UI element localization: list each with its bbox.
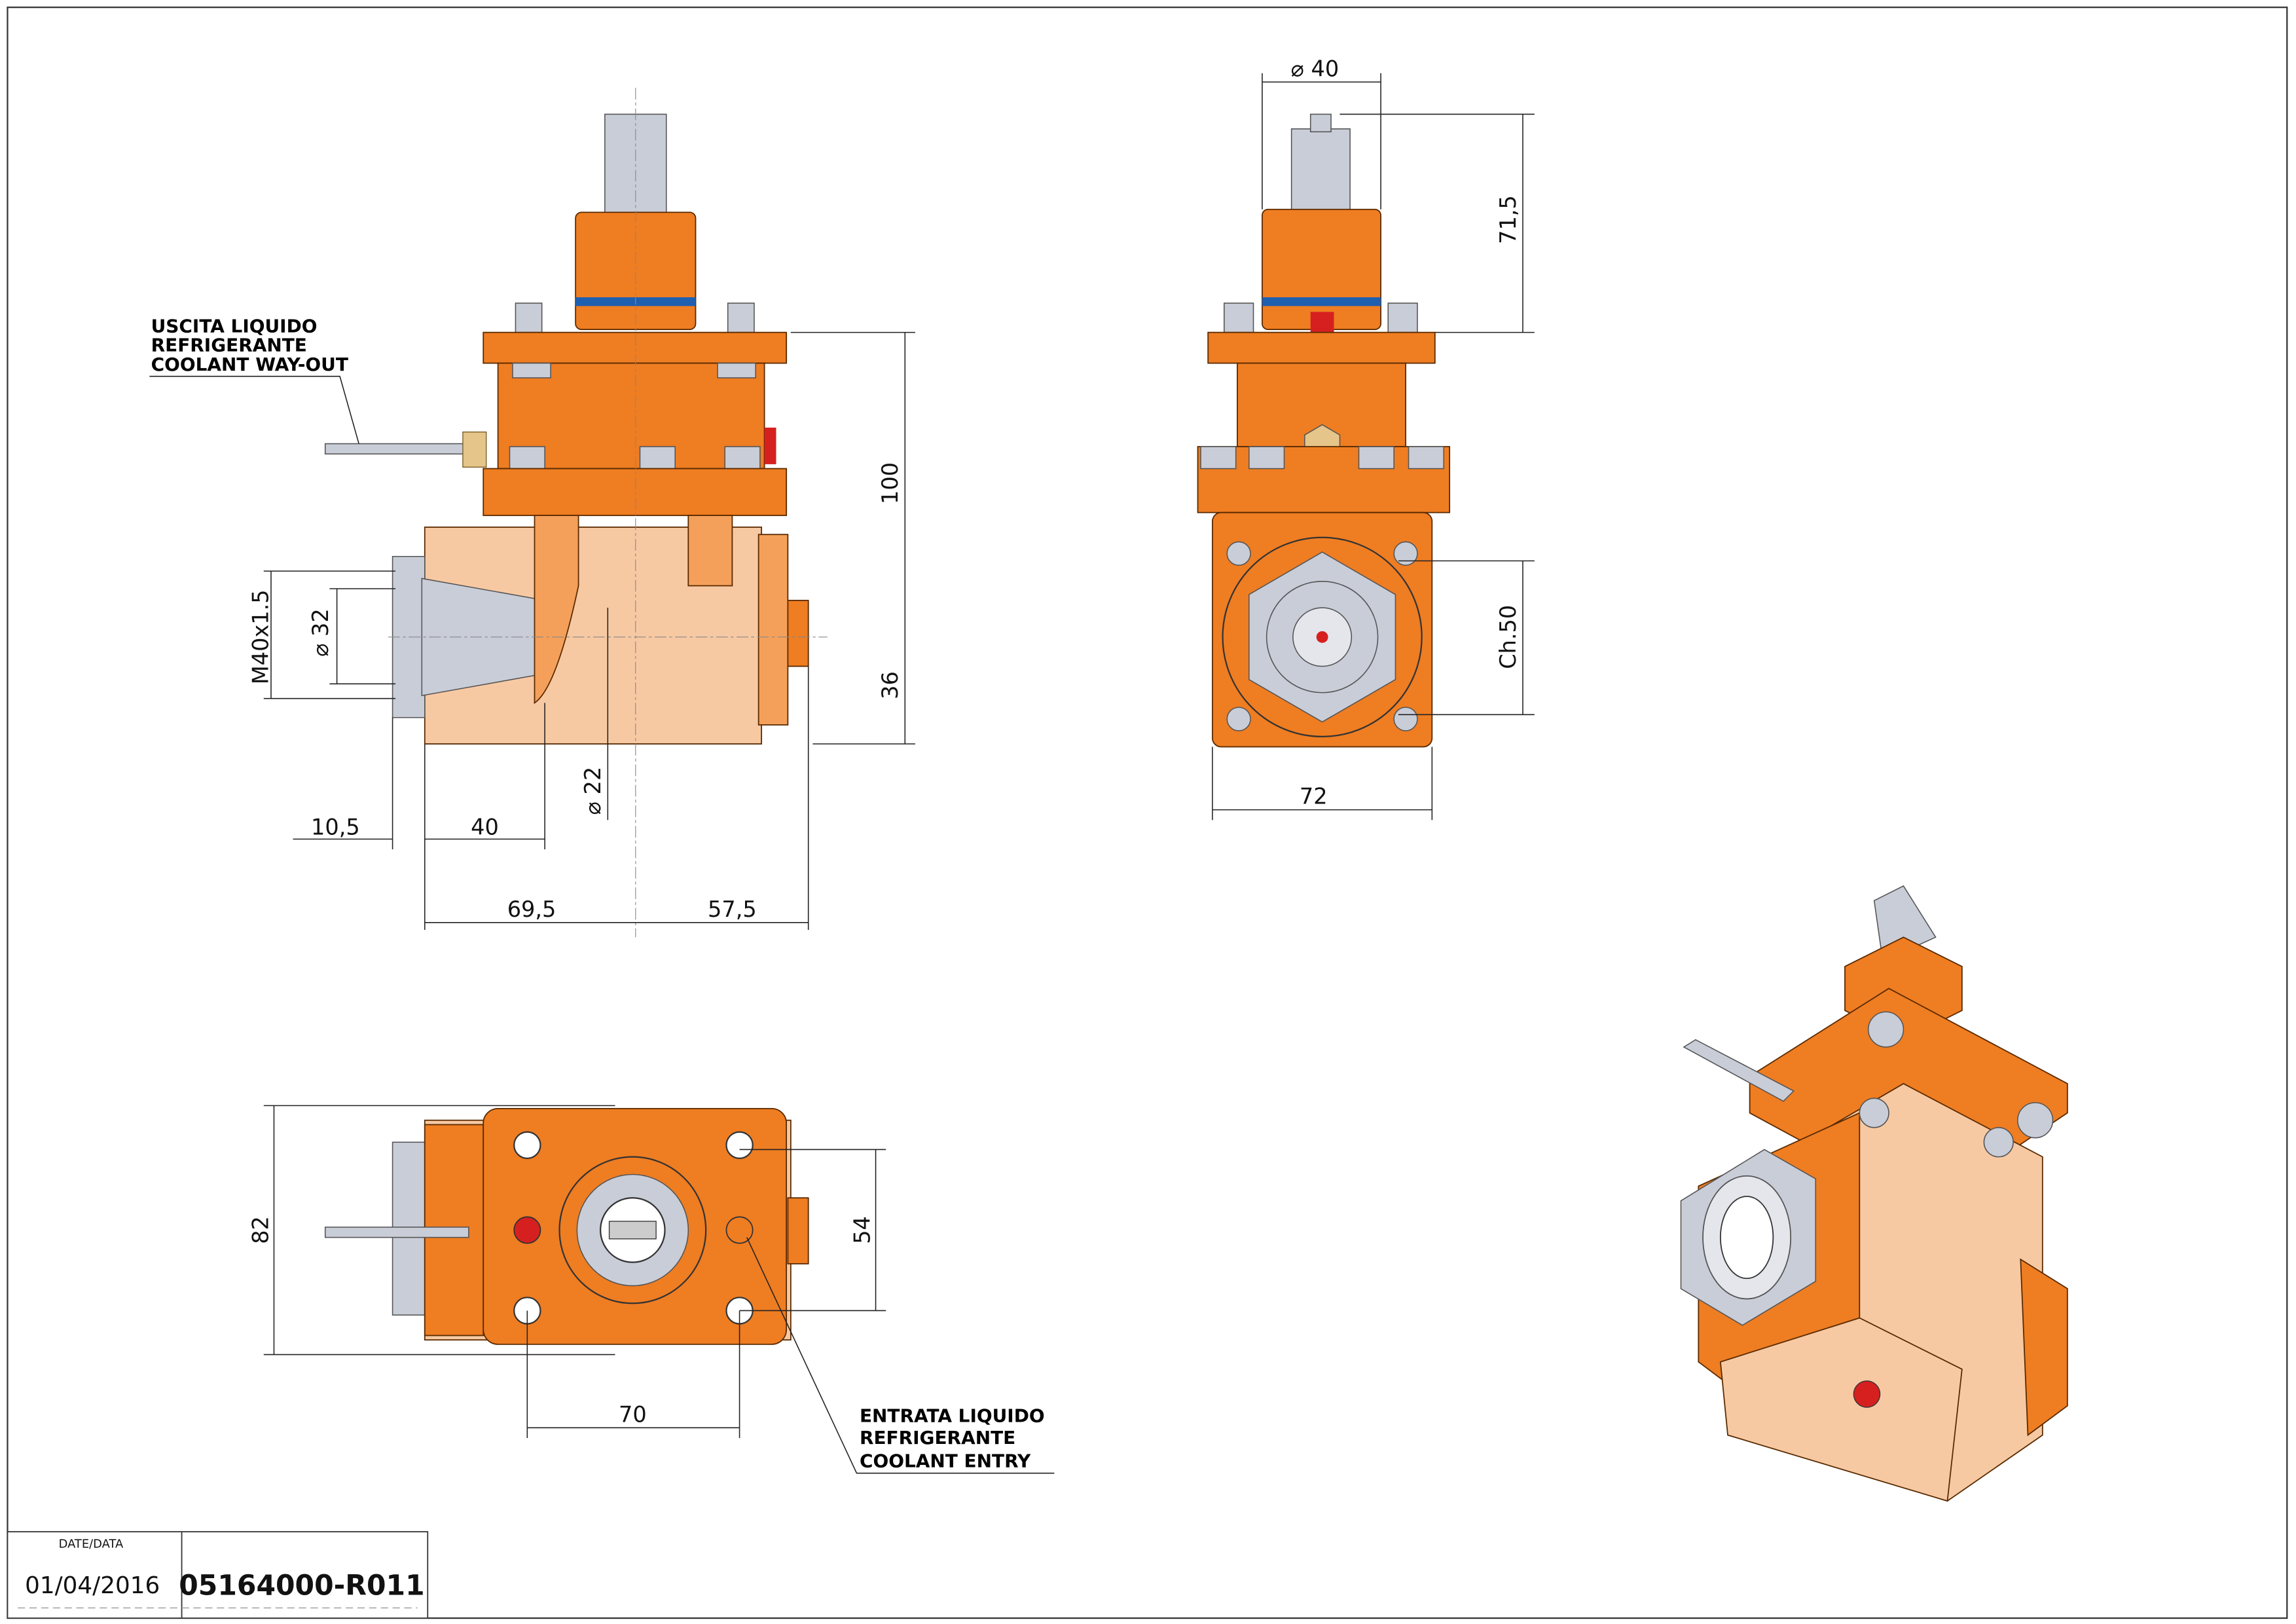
coolant-out-label: USCITA LIQUIDO [151,316,318,337]
front-view [324,88,828,938]
dim-ch-50: Ch.50 [1495,605,1521,669]
dim-57-5: 57,5 [708,896,757,922]
bottom-view [324,1107,809,1345]
title-block: DATE/DATA 01/04/2016 05164000-R011 [7,1531,429,1619]
dim-82: 82 [248,1216,274,1244]
date-value: 01/04/2016 [25,1572,160,1599]
coolant-out-label: REFRIGERANTE [151,335,307,356]
isometric-view [1680,885,2068,1502]
side-view [1197,113,1451,748]
dim-71-5: 71,5 [1495,195,1521,244]
dim-36: 36 [877,671,903,699]
dim-dia-40: ⌀ 40 [1291,56,1339,81]
dim-dia-32: ⌀ 32 [308,608,333,657]
date-label: DATE/DATA [59,1538,124,1551]
bottom-view-dimensions: 82 54 70 ENTRATA LIQUIDO REFRIGERANTE CO… [248,1105,1055,1474]
coolant-out-label: COOLANT WAY-OUT [151,354,348,375]
part-number: 05164000-R011 [179,1570,424,1602]
dim-54: 54 [850,1216,875,1244]
dim-thread: M40x1.5 [248,589,274,684]
dim-69-5: 69,5 [507,896,556,922]
coolant-in-label: REFRIGERANTE [860,1427,1015,1449]
dim-70: 70 [619,1401,647,1427]
dim-72: 72 [1300,784,1328,809]
coolant-in-label: COOLANT ENTRY [860,1450,1031,1472]
drawing-border [7,7,2288,1619]
front-view-dimensions: USCITA LIQUIDO REFRIGERANTE COOLANT WAY-… [149,316,915,931]
dim-10-5: 10,5 [311,815,360,840]
dim-dia-22: ⌀ 22 [580,767,606,815]
dim-100: 100 [877,462,903,504]
side-view-dimensions: ⌀ 40 71,5 Ch.50 72 [1212,56,1535,821]
coolant-in-label: ENTRATA LIQUIDO [860,1405,1045,1426]
dim-40: 40 [471,815,499,840]
